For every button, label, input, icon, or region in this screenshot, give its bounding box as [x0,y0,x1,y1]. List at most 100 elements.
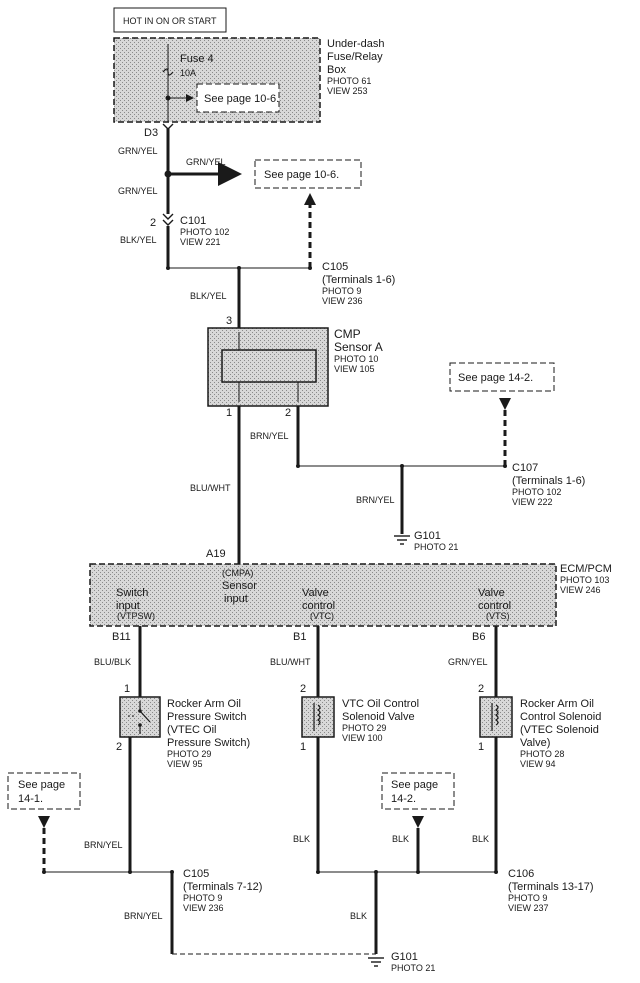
vtc-valve-box [301,696,335,738]
ecm-output-vtc-1: Valve [302,587,329,599]
splice-dot-c106-3 [416,870,420,874]
rocker-solenoid-title-1: Rocker Arm Oil [520,698,594,710]
fuse-box-photo: PHOTO 61 [327,76,371,86]
fuse-box-terminal: D3 [144,127,158,139]
cmp-title-2: Sensor A [334,340,383,354]
wire-label-blk-yel-1: BLK/YEL [120,235,157,245]
splice-dot-c105b-mid [128,870,132,874]
cmp-sensor-box [207,327,329,407]
splice-dot-left [166,266,170,270]
arrow-down-icon-c107 [499,398,511,410]
c105-bottom-photo: PHOTO 9 [183,893,222,903]
see-page-14-2-bottom-box[interactable] [381,772,455,810]
supply-header-box [113,7,227,33]
ecm-input-cmpa-1: Sensor [222,580,257,592]
wire-label-blk-1: BLK [293,834,310,844]
connector-c101-icon [162,213,174,226]
rocker-solenoid-box [479,696,513,738]
ecm-output-vtc-2: control [302,600,335,612]
wire-label-brn-yel-2: BRN/YEL [124,911,163,921]
ecm-output-vts-1: Valve [478,587,505,599]
rocker-solenoid-title-2: Control Solenoid [520,711,601,723]
splice-dot-c107-left [296,464,300,468]
g101-top-photo: PHOTO 21 [414,542,458,552]
c101-photo: PHOTO 102 [180,227,229,237]
ecm-input-cmpa-2: input [224,593,248,605]
g101-bottom-name: G101 [391,951,418,963]
c107-name: C107 [512,462,538,474]
wire-label-grn-yel-1: GRN/YEL [118,146,158,156]
c105-bottom-terminals: (Terminals 7-12) [183,881,262,893]
fuse-label: Fuse 4 [180,53,214,65]
solenoid-coil-icon-vtc [313,703,321,731]
fuse-rating: 10A [180,68,196,78]
see-page-14-2-bottom-line1[interactable]: See page [391,779,438,791]
g101-top-name: G101 [414,530,441,542]
c107-view: VIEW 222 [512,497,553,507]
rocker-switch-view: VIEW 95 [167,759,203,769]
ground-icon-bottom [368,957,384,967]
wire-label-grn-yel-vts: GRN/YEL [448,657,488,667]
see-page-14-1-box[interactable] [7,772,81,810]
fuse-box-title-3: Box [327,64,346,76]
rocker-solenoid-photo: PHOTO 28 [520,749,564,759]
wire-label-blu-wht-sensor: BLU/WHT [190,483,231,493]
fuse-see-page-link[interactable]: See page 10-6. [204,93,279,105]
arrow-down-icon-14-2 [412,816,424,828]
see-page-14-2-bottom-line2[interactable]: 14-2. [391,793,416,805]
splice-dot-c107-right [503,464,507,468]
cmp-title-1: CMP [334,327,361,341]
fuse-box-title-1: Under-dash [327,38,384,50]
see-page-14-1-line1[interactable]: See page [18,779,65,791]
rocker-switch-title-4: Pressure Switch) [167,737,250,749]
fuse-see-page-box[interactable] [196,83,280,113]
c107-photo: PHOTO 102 [512,487,561,497]
rocker-solenoid-pin-bottom: 1 [478,741,484,753]
fuse-branch-dot [165,95,171,101]
c105-top-terminals: (Terminals 1-6) [322,274,395,286]
wire-label-blu-wht-vtc: BLU/WHT [270,657,311,667]
c107-terminals: (Terminals 1-6) [512,475,585,487]
ecm-output-vtc-code: (VTC) [310,611,334,621]
see-page-14-2-top-link[interactable]: See page 14-2. [458,372,533,384]
ecm-photo: PHOTO 103 [560,575,609,585]
ecm-name: ECM/PCM [560,563,612,575]
vtc-valve-title-1: VTC Oil Control [342,698,419,710]
rocker-switch-title-3: (VTEC Oil [167,724,217,736]
see-page-14-2-top-box[interactable] [449,362,555,392]
branch-see-page-link[interactable]: See page 10-6. [264,169,339,181]
solenoid-coil-icon-vts [491,703,499,731]
supply-header: HOT IN ON OR START [123,16,217,26]
cmp-view: VIEW 105 [334,364,375,374]
arrow-down-icon-14-1 [38,816,50,828]
ecm-input-cmpa-code: (CMPA) [222,568,253,578]
wire-label-blk-3: BLK [472,834,489,844]
rocker-solenoid-pin-top: 2 [478,683,484,695]
c101-pin: 2 [150,217,156,229]
wire-label-brn-yel-ground: BRN/YEL [356,495,395,505]
c105-top-view: VIEW 236 [322,296,363,306]
vtc-valve-title-2: Solenoid Valve [342,711,415,723]
c106-photo: PHOTO 9 [508,893,547,903]
ecm-output-vts-2: control [478,600,511,612]
ecm-input-vtpsw-2: input [116,600,140,612]
c106-view: VIEW 237 [508,903,549,913]
ecm-pin-b6: B6 [472,631,485,643]
cmp-pin-right: 2 [285,407,291,419]
ecm-box [89,563,557,627]
rocker-switch-title-1: Rocker Arm Oil [167,698,241,710]
switch-symbol-icon [128,701,151,734]
vtc-valve-pin-top: 2 [300,683,306,695]
cmp-sensor-inner [221,349,317,383]
vtc-valve-pin-bottom: 1 [300,741,306,753]
c105-top-photo: PHOTO 9 [322,286,361,296]
branch-see-page-box[interactable] [254,159,362,189]
rocker-solenoid-title-3: (VTEC Solenoid [520,724,599,736]
ecm-pin-a19: A19 [206,548,226,560]
c105-top-name: C105 [322,261,348,273]
see-page-14-1-line2[interactable]: 14-1. [18,793,43,805]
ecm-view: VIEW 246 [560,585,601,595]
ground-icon-top [394,535,410,545]
wire-label-brn-yel-sensor: BRN/YEL [250,431,289,441]
